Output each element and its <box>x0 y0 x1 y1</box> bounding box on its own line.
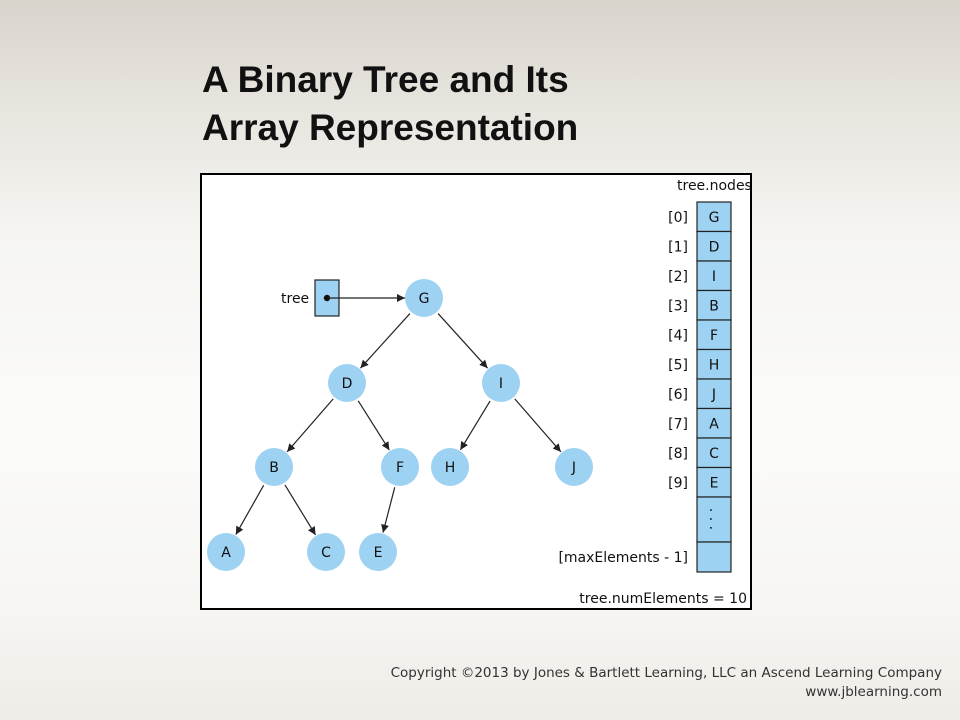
array-cell-value: F <box>710 328 718 344</box>
slide-title: A Binary Tree and Its Array Representati… <box>202 56 578 152</box>
tree-node-B: B <box>255 448 293 486</box>
array-last-index: [maxElements - 1] <box>558 550 688 566</box>
tree-nodes: G D I B F H J A C E <box>207 279 593 571</box>
tree-node-label: B <box>269 460 279 476</box>
array-cell-index: [5] <box>668 357 688 373</box>
edge-D-B <box>286 398 334 453</box>
array-cell-index: [1] <box>668 239 688 255</box>
tree-node-D: D <box>328 364 366 402</box>
tree-node-H: H <box>431 448 469 486</box>
array-cell-value: B <box>709 298 719 314</box>
array-cell-index: [8] <box>668 446 688 462</box>
array-title: tree.nodes <box>677 178 750 194</box>
tree-node-circle <box>328 364 366 402</box>
tree-node-circle <box>482 364 520 402</box>
slide-title-line-1: A Binary Tree and Its <box>202 59 569 100</box>
tree-node-label: D <box>342 376 353 392</box>
tree-node-circle <box>405 279 443 317</box>
array-cell-box <box>696 201 732 233</box>
array-cell-value: H <box>709 357 720 373</box>
tree-node-label: I <box>499 376 503 392</box>
array-cell-index: [9] <box>668 475 688 491</box>
edge-B-A <box>235 484 265 535</box>
tree-node-E: E <box>359 533 397 571</box>
tree-node-C: C <box>307 533 345 571</box>
array-cell-1: D [1] <box>668 230 732 262</box>
array-cell-value: D <box>709 239 720 255</box>
tree-node-circle <box>255 448 293 486</box>
tree-node-circle <box>207 533 245 571</box>
array-cell-8: C [8] <box>668 437 732 469</box>
array-cell-value: C <box>709 446 719 462</box>
array-cell-value: J <box>711 387 716 403</box>
edge-G-D <box>359 313 411 369</box>
tree-node-J: J <box>555 448 593 486</box>
array-cell-7: A [7] <box>668 407 732 439</box>
copyright-url: www.jblearning.com <box>805 684 942 700</box>
tree-nodes-array: tree.nodes G [0] D [1] I [2] B [3] F [4] H [5] J [6] A… <box>558 178 750 607</box>
array-cell-index: [6] <box>668 387 688 403</box>
array-cell-box <box>696 466 732 498</box>
array-cell-index: [3] <box>668 298 688 314</box>
tree-pointer-dot <box>323 294 331 302</box>
array-ellipsis: · · · <box>702 508 718 530</box>
tree-node-circle <box>431 448 469 486</box>
array-cell-4: F [4] <box>668 319 732 351</box>
tree-node-circle <box>359 533 397 571</box>
array-cell-index: [7] <box>668 416 688 432</box>
tree-node-G: G <box>405 279 443 317</box>
tree-pointer: tree <box>281 279 405 317</box>
edge-B-C <box>284 484 317 536</box>
tree-node-label: F <box>396 460 404 476</box>
tree-node-F: F <box>381 448 419 486</box>
array-last-cell <box>696 541 732 573</box>
array-cell-0: G [0] <box>668 201 732 233</box>
array-cell-9: E [9] <box>668 466 732 498</box>
array-cell-index: [4] <box>668 328 688 344</box>
edge-F-E <box>381 487 396 533</box>
array-cell-6: J [6] <box>668 378 732 410</box>
array-cell-2: I [2] <box>668 260 732 292</box>
tree-node-label: G <box>419 291 430 307</box>
array-footer: tree.numElements = 10 <box>579 591 747 607</box>
tree-node-circle <box>555 448 593 486</box>
edge-I-J <box>514 398 562 453</box>
array-cell-value: I <box>712 269 716 285</box>
copyright-notice: Copyright ©2013 by Jones & Bartlett Lear… <box>391 664 942 702</box>
copyright-line-1: Copyright ©2013 by Jones & Bartlett Lear… <box>390 665 942 681</box>
tree-node-label: J <box>571 460 576 476</box>
tree-node-label: H <box>445 460 456 476</box>
array-cells: G [0] D [1] I [2] B [3] F [4] H [5] J [6] A [7] C [8] E [9] <box>668 201 732 498</box>
tree-node-label: E <box>374 545 383 561</box>
edge-D-F <box>357 400 390 451</box>
slide-title-line-2: Array Representation <box>202 107 579 148</box>
array-cell-value: E <box>710 475 719 491</box>
array-cell-box <box>696 437 732 469</box>
array-cell-value: A <box>709 416 719 432</box>
array-cell-3: B [3] <box>668 289 732 321</box>
edge-G-I <box>437 313 489 369</box>
array-cell-value: G <box>709 210 720 226</box>
array-cell-index: [0] <box>668 210 688 226</box>
tree-node-circle <box>381 448 419 486</box>
tree-edges <box>235 313 562 536</box>
edge-I-H <box>459 400 491 451</box>
tree-node-label: A <box>221 545 231 561</box>
array-cell-5: H [5] <box>668 348 732 380</box>
array-cell-index: [2] <box>668 269 688 285</box>
tree-node-I: I <box>482 364 520 402</box>
tree-node-circle <box>307 533 345 571</box>
tree-pointer-label: tree <box>281 291 309 307</box>
tree-node-A: A <box>207 533 245 571</box>
tree-node-label: C <box>321 545 331 561</box>
array-cell-box <box>696 230 732 262</box>
